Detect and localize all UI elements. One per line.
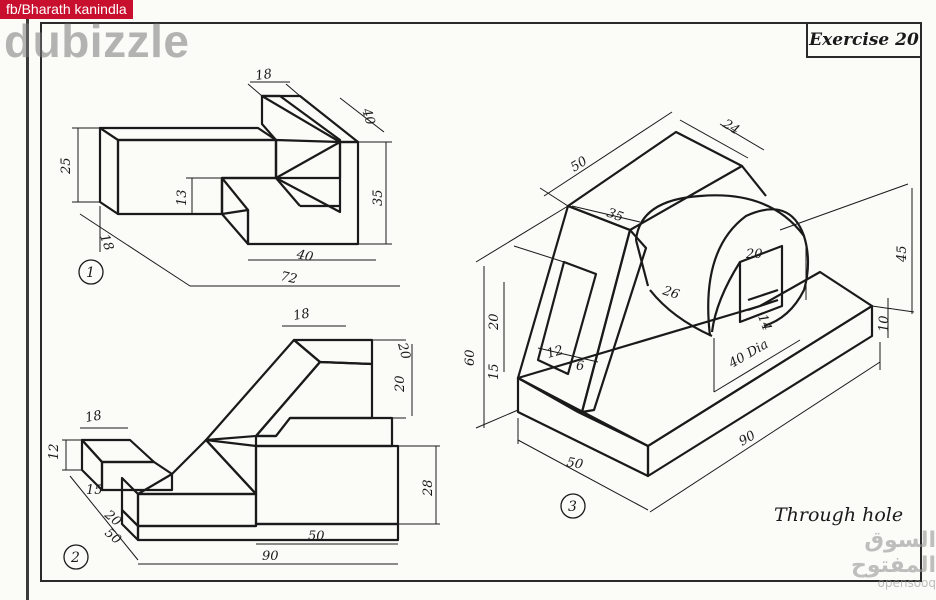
dim-fig1-13: 13 [175, 189, 190, 206]
dim-fig1-18-base: 18 [96, 232, 116, 253]
opensooq-latin: opensooq [877, 576, 936, 590]
dim-fig3-60: 60 [463, 349, 478, 366]
dim-fig3-10: 10 [877, 315, 892, 332]
dim-fig3-50-top: 50 [568, 154, 590, 175]
dim-fig3-12: 12 [545, 343, 565, 362]
figure-1 [98, 94, 360, 246]
dim-fig3-45: 45 [895, 245, 910, 263]
dubizzle-watermark: dubizzle [4, 15, 190, 67]
figure-1-number-circle [78, 259, 104, 285]
dim-fig3-26: 26 [660, 283, 681, 303]
figure-2 [80, 338, 400, 542]
credit-label: fb/Bharath kanindla [0, 0, 133, 19]
opensooq-arabic: السوق المفتوح [850, 528, 936, 578]
dim-fig2-20-top: 20 [394, 340, 413, 361]
dim-fig3-20-hole: 20 [745, 247, 763, 262]
figure-2-number-circle [63, 544, 89, 570]
dim-fig3-20-slot: 20 [487, 313, 502, 331]
opensooq-watermark: السوق المفتوح opensooq [782, 528, 936, 590]
dim-fig1-40-depth: 40 [358, 106, 378, 127]
dim-fig3-90-base: 90 [737, 428, 759, 449]
figure-2-number: 2 [70, 550, 80, 566]
figure-3-labels: 50 24 35 26 20 14 40 Dia 45 10 60 20 15 … [463, 116, 910, 473]
figure-2-dimensions [62, 325, 440, 565]
figure-1-number: 1 [86, 265, 95, 281]
dim-fig2-18-top: 18 [292, 306, 311, 324]
dim-fig2-50: 50 [308, 529, 325, 544]
dim-fig3-6: 6 [576, 359, 584, 374]
dim-fig1-18-top: 18 [254, 67, 272, 84]
dim-fig3-50-base: 50 [565, 455, 584, 473]
dim-fig1-72: 72 [279, 269, 298, 287]
figure-3-dimensions [475, 111, 915, 513]
dim-fig2-20-vertical: 20 [393, 375, 408, 393]
figure-1-dimensions [72, 81, 400, 287]
exercise-title: Exercise 20 [809, 30, 919, 50]
dim-fig2-15: 15 [86, 483, 103, 498]
dim-fig3-14: 14 [754, 312, 774, 333]
dim-fig1-25: 25 [59, 157, 74, 175]
dim-fig2-18-left: 18 [84, 408, 103, 426]
dim-fig2-50-left: 50 [101, 526, 123, 548]
dim-fig2-28: 28 [421, 479, 436, 497]
page-edge [26, 0, 29, 600]
dim-fig1-35: 35 [371, 189, 386, 206]
exercise-title-box: Exercise 20 [806, 22, 922, 58]
dim-fig2-12: 12 [47, 443, 62, 460]
figure-3-number: 3 [568, 499, 577, 515]
figure-3 [516, 130, 874, 478]
through-hole-caption: Through hole [774, 504, 904, 526]
dim-fig3-15: 15 [487, 363, 502, 380]
figure-1-labels: 18 40 25 13 35 18 40 72 [59, 67, 386, 288]
dim-fig1-40-width: 40 [294, 247, 314, 265]
figure-3-number-circle [560, 493, 586, 519]
dim-fig3-40dia: 40 Dia [726, 337, 772, 372]
dim-fig3-35: 35 [605, 206, 626, 226]
drawing-border [40, 22, 922, 582]
dim-fig2-90: 90 [262, 549, 279, 564]
